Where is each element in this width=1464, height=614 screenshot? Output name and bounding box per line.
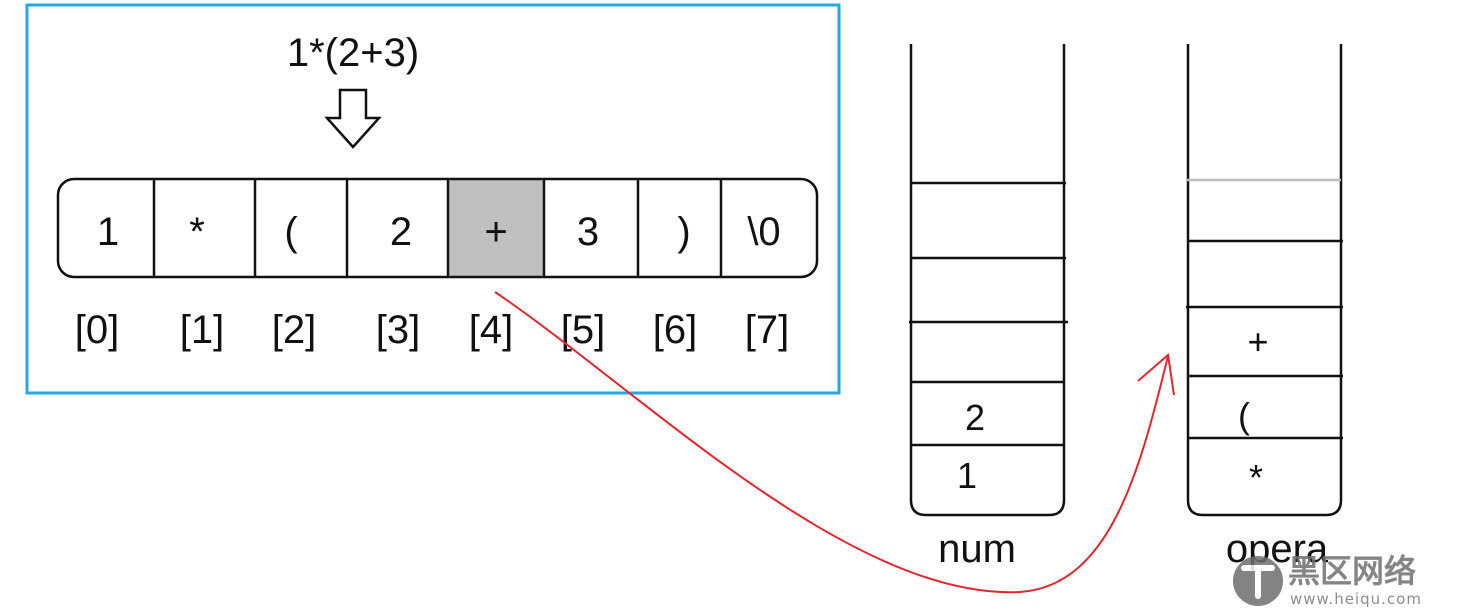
num-stack-outline: [909, 44, 1066, 517]
cell-highlight: [448, 180, 544, 276]
array-outline: [56, 177, 819, 279]
array-cells: 1 * ( 2 + 3 ) \0: [56, 177, 819, 279]
num-stack: 2 1 num: [909, 44, 1068, 571]
index-1: [1]: [180, 308, 224, 352]
watermark-url: www.heiqu.com: [1290, 590, 1422, 608]
push-arrow: [494, 291, 1175, 594]
expression-frame: [25, 3, 841, 395]
index-0: [0]: [75, 308, 119, 352]
opera-stack-outline: [1186, 44, 1343, 517]
cell-0: 1: [97, 210, 119, 254]
down-arrow-icon: [324, 88, 382, 149]
cell-2: (: [284, 210, 298, 254]
cell-7: \0: [747, 210, 780, 254]
array-indices: [0] [1] [2] [3] [4] [5] [6] [7]: [75, 308, 789, 352]
index-7: [7]: [745, 308, 789, 352]
index-4: [4]: [469, 308, 513, 352]
num-item-1: 1: [957, 455, 977, 496]
index-2: [2]: [272, 308, 316, 352]
opera-item-0: +: [1247, 321, 1268, 362]
expression-text: 1*(2+3): [287, 31, 419, 75]
cell-6: ): [677, 210, 690, 254]
index-3: [3]: [376, 308, 420, 352]
cell-1: *: [189, 210, 205, 254]
num-stack-label: num: [938, 527, 1016, 571]
cell-3: 2: [390, 210, 412, 254]
push-arrow-curve: [494, 291, 1169, 594]
cell-4: +: [484, 210, 507, 254]
opera-stack: + ( * opera: [1186, 44, 1343, 571]
cell-5: 3: [577, 210, 599, 254]
watermark: 黑区网络 www.heiqu.com: [1233, 552, 1422, 608]
opera-item-2: *: [1249, 457, 1263, 498]
num-item-0: 2: [965, 397, 985, 438]
index-6: [6]: [653, 308, 697, 352]
opera-item-1: (: [1238, 395, 1250, 436]
cell-dividers: [152, 179, 723, 277]
push-arrow-head-icon: [1137, 353, 1175, 396]
watermark-cn: 黑区网络: [1288, 552, 1416, 590]
